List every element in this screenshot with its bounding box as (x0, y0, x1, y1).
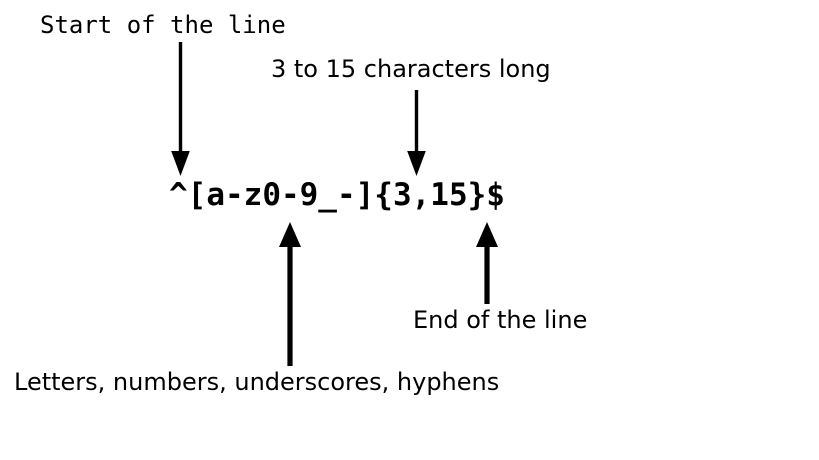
clipped-edge-glyph: , (0, 370, 2, 394)
annotation-label-start-of-line: Start of the line (40, 11, 286, 39)
regex-expression-text: ^[a-z0-9_-]{3,15}$ (169, 177, 505, 213)
annotation-label-character-class: Letters, numbers, underscores, hyphens (14, 368, 500, 396)
annotation-label-length-quantifier: 3 to 15 characters long (271, 55, 551, 83)
arrow-up-character-class (275, 222, 305, 366)
annotation-label-end-of-line: End of the line (413, 306, 588, 334)
arrow-down-length-quantifier (404, 90, 430, 178)
arrow-down-start-of-line (168, 42, 194, 178)
arrow-up-end-of-line (472, 222, 502, 304)
